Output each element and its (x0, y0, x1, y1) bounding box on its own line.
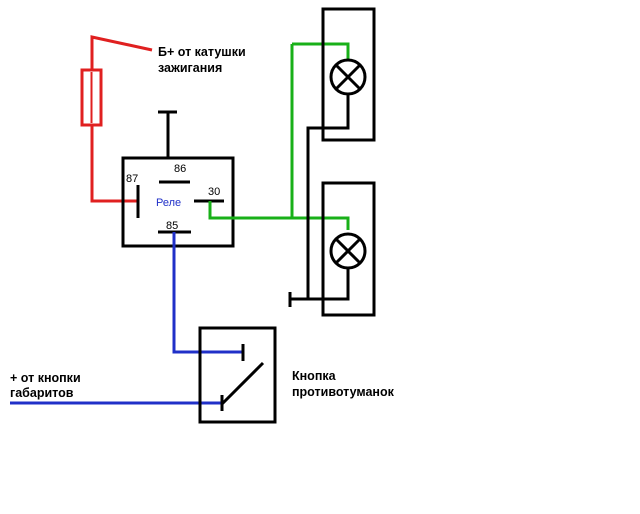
lamp-icon-top (329, 58, 367, 96)
lamp-icon-bottom (329, 232, 367, 270)
pin-86-label: 86 (174, 163, 186, 175)
pin-87-label: 87 (126, 173, 138, 185)
button-label-line1: Кнопка (292, 369, 337, 383)
input-label-line2: габаритов (10, 386, 74, 400)
lamp-housing-top (321, 7, 376, 142)
input-label-line1: + от кнопки (10, 371, 81, 385)
battery-label-line1: Б+ от катушки (158, 45, 246, 59)
button-body (198, 326, 277, 424)
battery-label-line2: зажигания (158, 61, 222, 75)
control-wire (10, 232, 243, 405)
ground-wire (288, 94, 350, 307)
relay-body (121, 156, 235, 248)
button-label-line2: противотуманок (292, 385, 395, 399)
lamp-housing-bottom (321, 181, 376, 317)
pin-85-label: 85 (166, 220, 178, 232)
button-switch-lever (220, 361, 265, 406)
lamp-wire (208, 42, 350, 230)
relay-label: Реле (156, 197, 181, 209)
pin-30-label: 30 (208, 186, 220, 198)
